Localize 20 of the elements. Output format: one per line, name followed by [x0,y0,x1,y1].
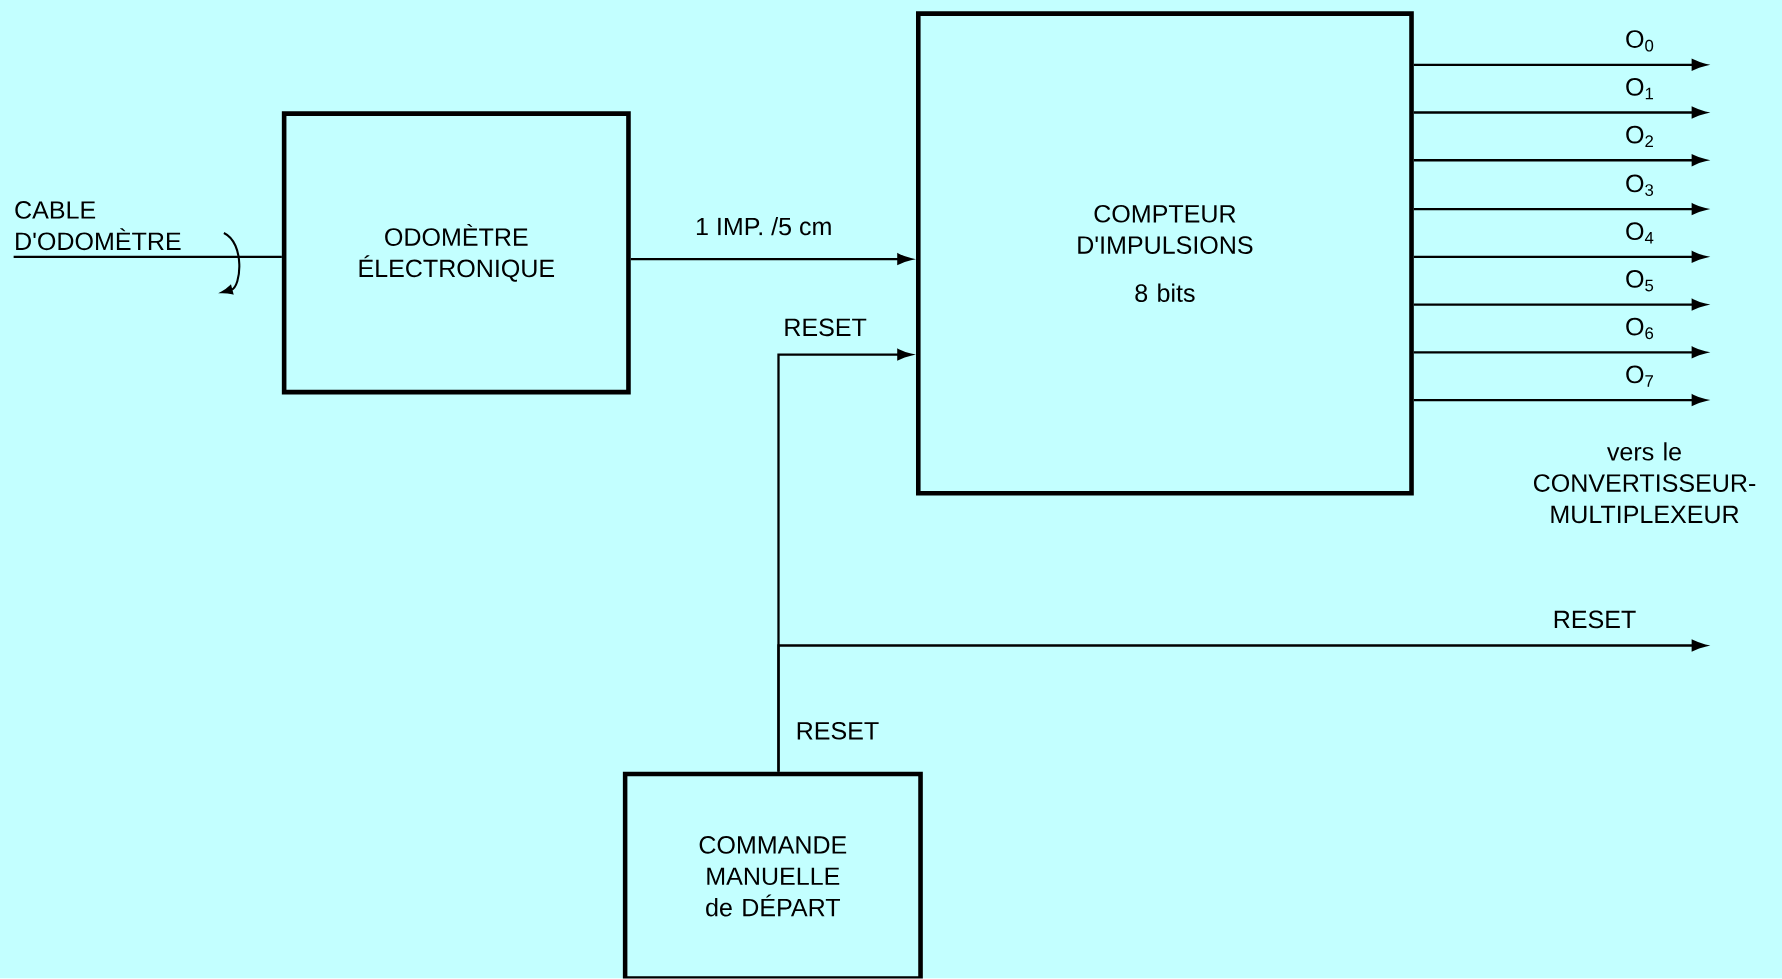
edge-label: RESET [1549,607,1640,632]
arrow [1413,251,1707,263]
edge-label: O$_{0}$ [1621,27,1658,55]
edge-label: O$_{5}$ [1621,267,1658,295]
input-label: CABLE D'ODOMÈTRE [15,201,181,251]
arrow [1413,347,1707,359]
edge-label: O$_{4}$ [1621,219,1658,247]
arrow [1413,394,1707,406]
arrow [1413,154,1707,166]
edge-label: 1 IMP. /5 cm [691,214,836,239]
edge-label: RESET [780,315,870,340]
signal-label: vers le CONVERTISSEUR-MULTIPLEXEUR [1533,442,1756,524]
arrow [1413,59,1707,71]
arrow [1413,203,1707,215]
block-box: COMPTEUR D'IMPULSIONS 8 bits [916,11,1414,496]
block-box: COMMANDE MANUELLE de DÉPART [622,771,923,979]
edge-label: O$_{3}$ [1621,171,1658,200]
block-box: ODOMÈTRE ÉLECTRONIQUE [281,111,631,395]
edge-label: O$_{1}$ [1621,75,1658,103]
edge-label: O$_{7}$ [1621,362,1658,391]
